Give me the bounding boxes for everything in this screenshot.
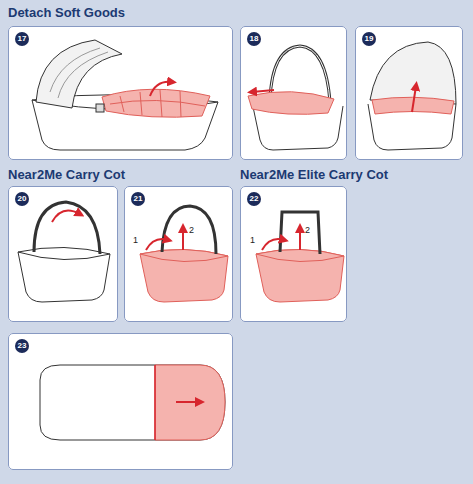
illustration-part	[96, 104, 104, 112]
illustration-part	[154, 365, 156, 440]
step-number: 23	[15, 339, 29, 353]
cover-23	[40, 365, 225, 440]
illustration-part	[140, 249, 228, 302]
illustration-part	[52, 210, 80, 222]
illustration-part	[182, 228, 184, 250]
illustration-part	[18, 247, 110, 259]
illustration-part	[155, 365, 225, 440]
step-panel: 22	[240, 186, 347, 322]
carry-cot-18	[248, 46, 343, 150]
illustration-part	[146, 239, 168, 250]
illustration-part	[240, 26, 347, 160]
step-panel: 19	[355, 26, 463, 160]
carry-cot-21	[140, 206, 228, 302]
illustration-part	[248, 92, 334, 115]
step-number: 22	[247, 192, 261, 206]
section-heading: Near2Me Elite Carry Cot	[240, 168, 388, 182]
illustration-part	[176, 401, 200, 403]
illustration-part	[280, 212, 320, 254]
illustration-part	[40, 365, 225, 440]
illustration-part	[412, 86, 416, 112]
illustration-part	[8, 186, 118, 322]
step-number: 21	[131, 192, 145, 206]
step-number: 17	[15, 32, 29, 46]
step-panel: 20	[8, 186, 118, 322]
step-panel: 23	[8, 333, 233, 470]
carry-cot-22	[256, 212, 344, 302]
illustration-part	[110, 90, 205, 117]
step-marker: 1	[133, 236, 138, 246]
illustration-part	[240, 186, 347, 322]
illustration-part	[102, 89, 210, 117]
step-marker: 1	[250, 236, 255, 246]
step-panel: 21	[124, 186, 233, 322]
step-number: 18	[247, 32, 261, 46]
illustration-part	[256, 249, 344, 261]
carry-cot-20	[18, 202, 110, 302]
step-panel: 18	[240, 26, 347, 160]
carry-cot-17	[32, 40, 218, 150]
section-heading: Near2Me Carry Cot	[8, 168, 125, 182]
section-heading: Detach Soft Goods	[8, 6, 125, 20]
illustration-part	[299, 228, 301, 250]
illustration-part	[124, 186, 233, 322]
illustration-part	[256, 249, 344, 302]
step-marker: 2	[305, 226, 310, 236]
illustration-part	[50, 48, 108, 98]
illustration-part	[262, 239, 284, 250]
step-panel: 17	[8, 26, 233, 160]
illustration-part	[252, 90, 274, 92]
step-number: 20	[15, 192, 29, 206]
panel-grounds	[8, 26, 463, 470]
step-number: 19	[362, 32, 376, 46]
step-marker: 2	[189, 226, 194, 236]
illustration-part	[8, 333, 233, 470]
illustration-part	[162, 206, 216, 254]
illustration-part	[34, 202, 100, 254]
illustration-part	[370, 42, 456, 104]
illustration-part	[150, 82, 172, 96]
illustration-part	[8, 26, 233, 160]
carry-cot-19	[368, 42, 456, 150]
illustration-part	[355, 26, 463, 160]
